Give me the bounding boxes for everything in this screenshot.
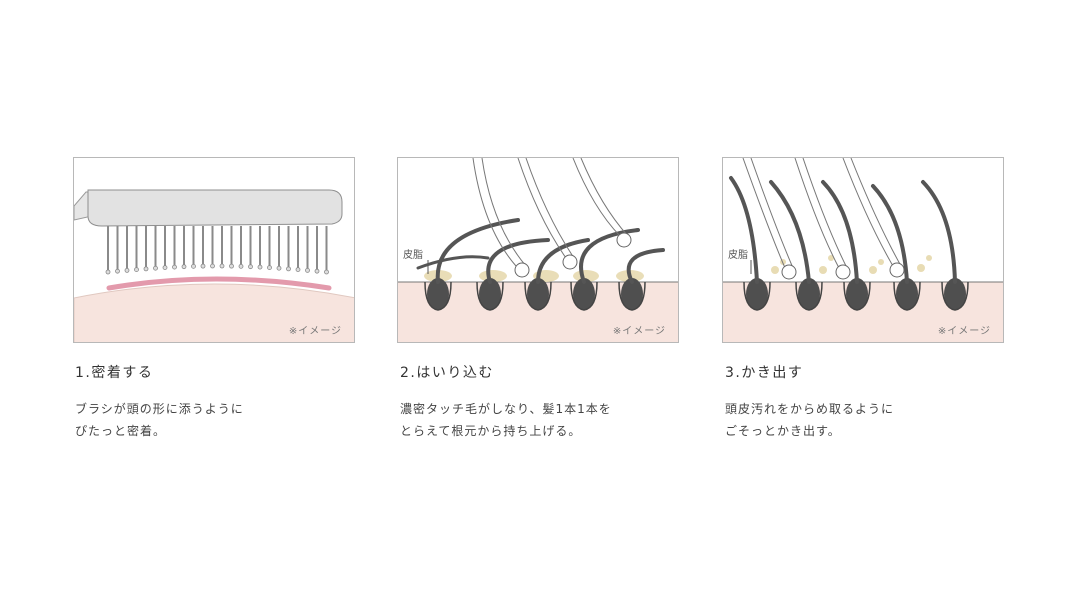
caption-step-2: 2.はいり込む 濃密タッチ毛がしなり、髪1本1本を とらえて根元から持ち上げる。 [400, 362, 700, 442]
follicle [621, 278, 643, 310]
bristle-tip [286, 266, 291, 272]
image-note: ※イメージ [612, 326, 666, 337]
bristle-tip [248, 264, 253, 270]
follicle [896, 278, 918, 310]
bristle-tip [115, 268, 120, 274]
step-title: 3.かき出す [725, 365, 804, 381]
brush-contact-illustration [74, 189, 354, 342]
brush-bristles [472, 158, 629, 267]
bristle-tips [781, 262, 905, 280]
bristle-tip [200, 263, 206, 269]
bristle-tip [172, 264, 177, 270]
panel-lift: 皮脂 ※イメージ [397, 157, 679, 343]
step-desc-line-2: ごそっとかき出す。 [725, 424, 841, 438]
bristle-tip [229, 263, 234, 269]
step-desc-line-1: 濃密タッチ毛がしなり、髪1本1本を [400, 402, 612, 416]
follicle-outline [618, 281, 646, 311]
bristle-tip [124, 267, 130, 273]
bristle-tip [143, 266, 149, 272]
bristle-tip [153, 265, 158, 271]
step-desc-line-2: とらえて根元から持ち上げる。 [400, 424, 582, 438]
brush-bristles [105, 226, 329, 275]
follicle-outline [570, 281, 598, 311]
step-desc-line-1: ブラシが頭の形に添うように [75, 402, 244, 416]
scalp-area [74, 283, 354, 342]
hair-strands [729, 176, 957, 284]
bristle-tips [514, 232, 632, 278]
step-title: 2.はいり込む [400, 365, 494, 381]
bristle-tip [314, 268, 320, 274]
bristle-tip [210, 263, 215, 269]
hair-follicles [424, 278, 646, 311]
bristle-tip [105, 269, 111, 275]
follicle [944, 278, 966, 310]
step-desc-line-1: 頭皮汚れをからめ取るように [725, 402, 895, 416]
image-note: ※イメージ [288, 326, 342, 337]
bristle-tip [219, 263, 225, 269]
hair-follicles [743, 278, 969, 311]
image-note: ※イメージ [937, 326, 991, 337]
dirt-removal-illustration [723, 158, 1003, 342]
hair-lift-illustration [398, 158, 678, 342]
bristle-tip [134, 267, 139, 273]
sebum-label: 皮脂 [728, 250, 748, 261]
bristle-tip [238, 263, 244, 269]
follicle-outline [476, 281, 504, 311]
bristle-tip [295, 267, 301, 273]
bristle-tip [162, 265, 168, 271]
panel-contact: ※イメージ [73, 157, 355, 343]
bristle-tip [267, 265, 272, 271]
bristle-tip [191, 263, 196, 269]
follicle-outline [893, 281, 921, 311]
follicle [746, 278, 768, 310]
bristle-tip [305, 267, 310, 273]
bristle-tip [181, 264, 187, 270]
caption-step-3: 3.かき出す 頭皮汚れをからめ取るように ごそっとかき出す。 [725, 362, 1025, 442]
bristle-tip [257, 264, 263, 270]
panel-remove: 皮脂 ※イメージ [722, 157, 1004, 343]
follicle [798, 278, 820, 310]
follicle [573, 278, 595, 310]
step-desc-line-2: ぴたっと密着。 [75, 424, 167, 438]
follicle [427, 278, 449, 310]
follicle [527, 278, 549, 310]
follicle-outline [424, 281, 452, 311]
step-title: 1.密着する [75, 365, 154, 381]
sebum-label: 皮脂 [403, 250, 423, 261]
hair-strands [416, 218, 665, 284]
contact-line [106, 276, 332, 291]
caption-step-1: 1.密着する ブラシが頭の形に添うように ぴたっと密着。 [75, 362, 375, 442]
follicle [479, 278, 501, 310]
bristle-tip [324, 269, 329, 275]
follicle-outline [743, 281, 771, 311]
follicle [846, 278, 868, 310]
follicle-outline [524, 281, 552, 311]
brush-head [87, 189, 343, 227]
follicle-outline [843, 281, 871, 311]
bristle-tip [276, 265, 282, 271]
brush-bristles [742, 158, 902, 269]
follicle-outline [941, 281, 969, 311]
follicle-outline [795, 281, 823, 311]
